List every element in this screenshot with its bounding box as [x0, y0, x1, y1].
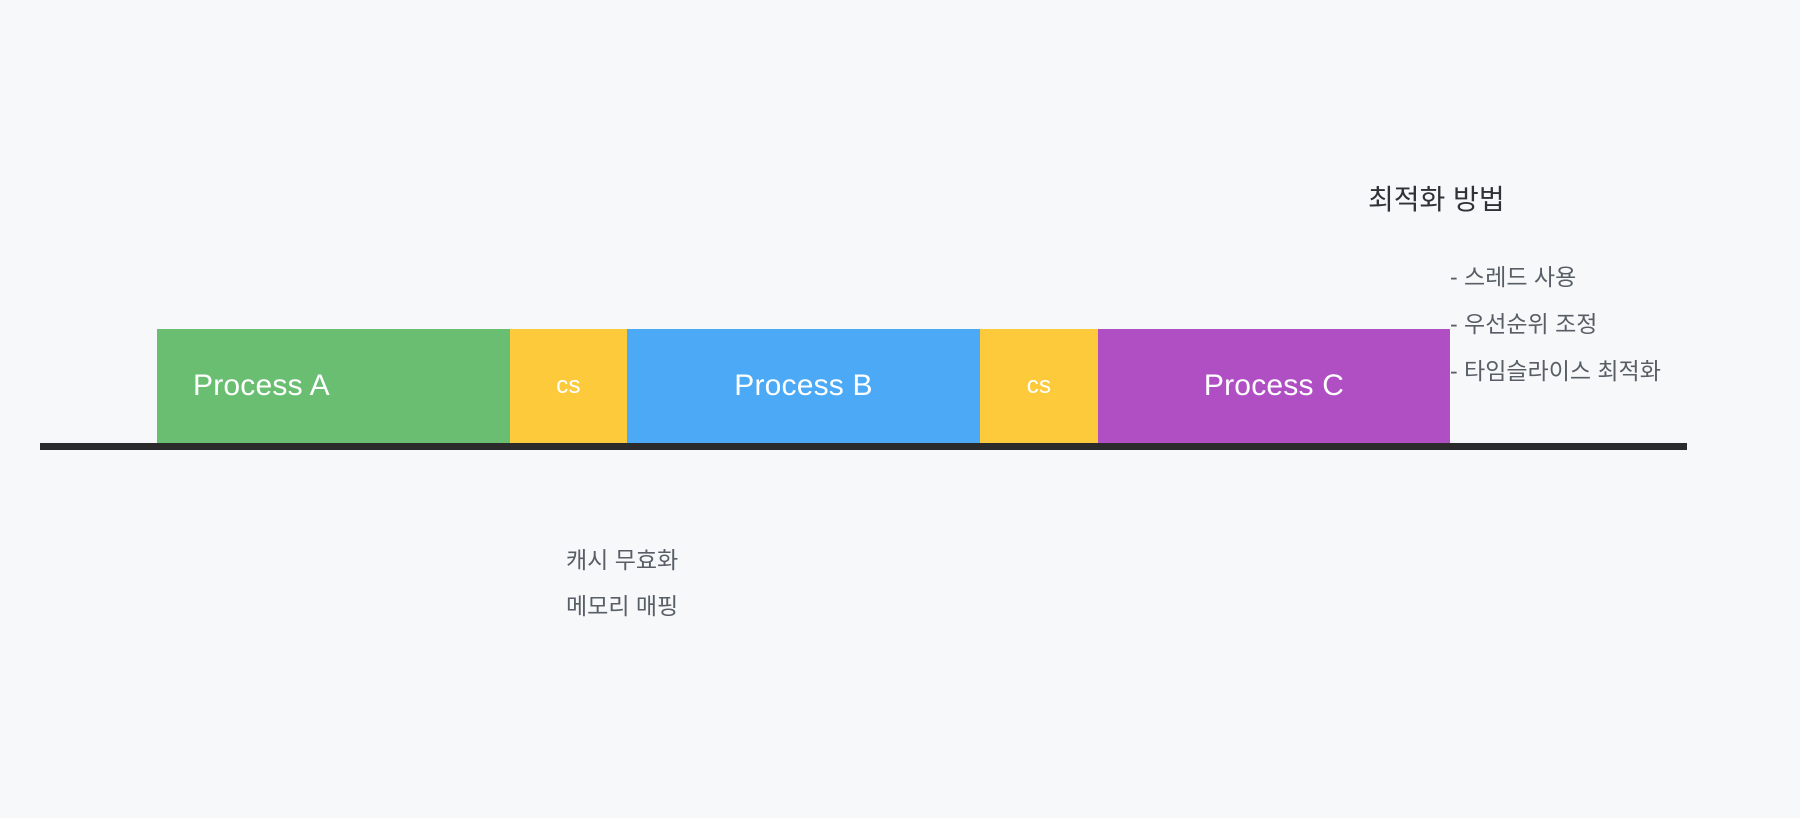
timeline-block-label: cs — [556, 372, 581, 399]
timeline-blocks: Process A cs Process B cs Process C — [157, 329, 1450, 443]
timeline-block-label: cs — [1026, 372, 1052, 399]
timeline-baseline — [40, 443, 1687, 450]
timeline-block-process-c[interactable]: Process C — [1098, 329, 1450, 443]
timeline-block-process-a[interactable]: Process A — [157, 329, 510, 443]
optimization-panel: 최적화 방법 - 스레드 사용 - 우선순위 조정 - 타임슬라이스 최적화 — [1364, 178, 1784, 395]
timeline-block-label: Process C — [1203, 369, 1345, 402]
timeline-block-context-switch-1[interactable]: cs — [510, 329, 627, 443]
timeline-block-context-switch-2[interactable]: cs — [980, 329, 1098, 443]
optimization-list-item: - 스레드 사용 — [1450, 264, 1577, 290]
timeline-block-process-b[interactable]: Process B — [627, 329, 980, 443]
context-switch-note: 캐시 무효화 — [566, 547, 679, 573]
context-switch-notes: 캐시 무효화 메모리 매핑 — [566, 537, 678, 629]
timeline-block-label: Process B — [734, 369, 873, 402]
optimization-list-item: - 타임슬라이스 최적화 — [1450, 358, 1661, 384]
optimization-list: - 스레드 사용 - 우선순위 조정 - 타임슬라이스 최적화 — [1450, 254, 1784, 395]
timeline-block-label: Process A — [193, 369, 330, 402]
optimization-list-item: - 우선순위 조정 — [1450, 311, 1598, 337]
context-switch-note: 메모리 매핑 — [566, 593, 679, 619]
optimization-title: 최적화 방법 — [1368, 184, 1505, 215]
